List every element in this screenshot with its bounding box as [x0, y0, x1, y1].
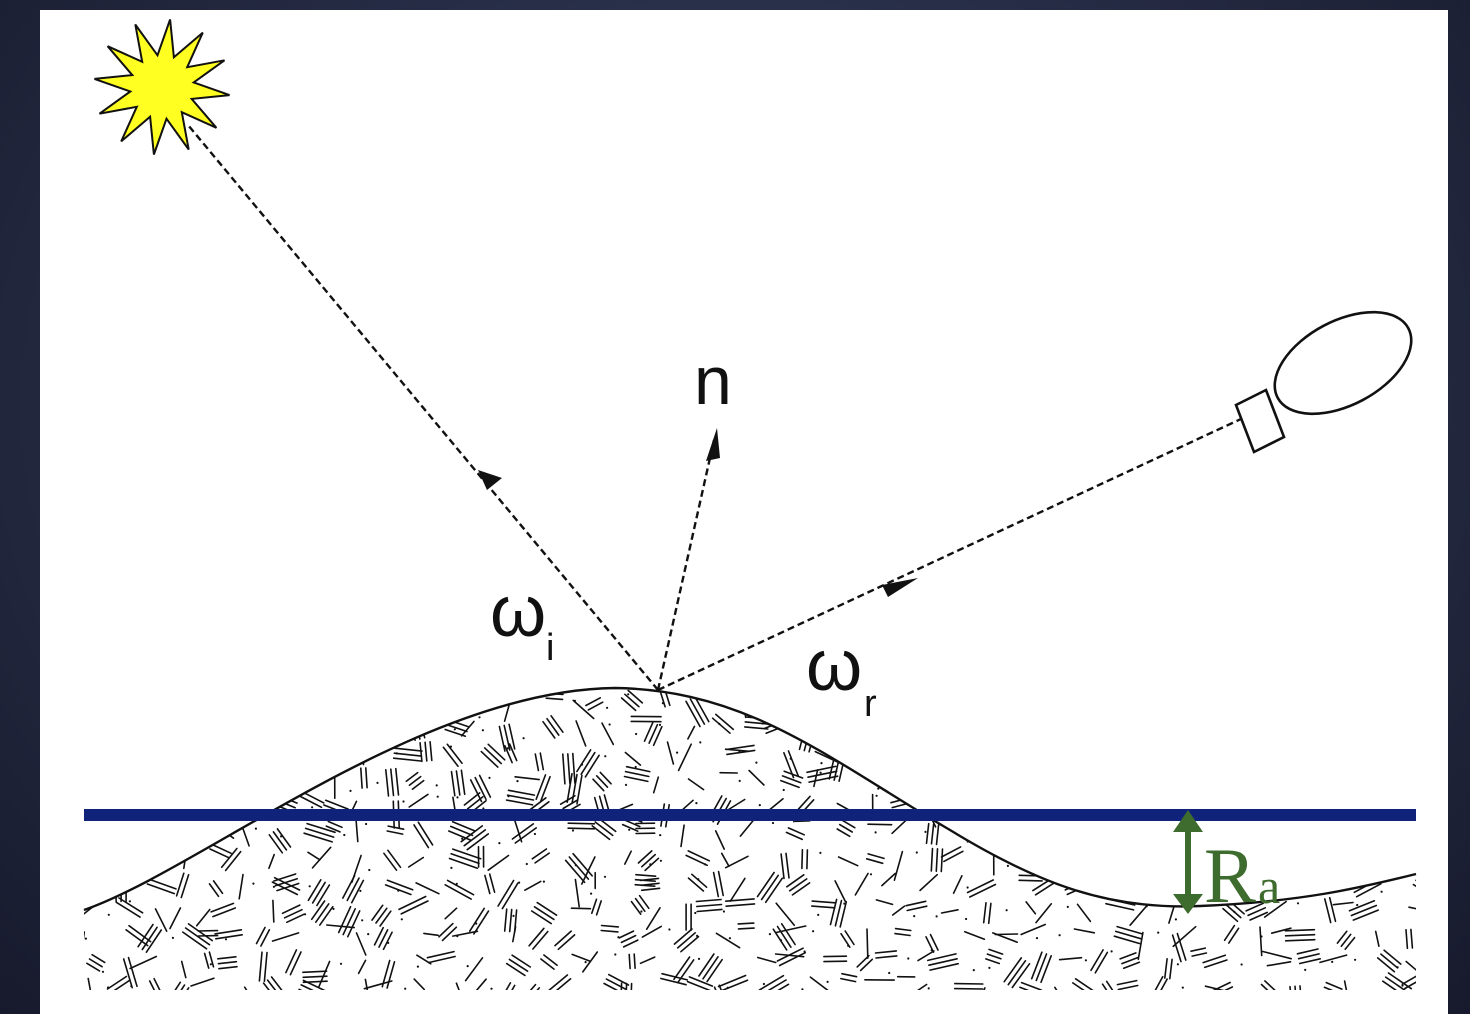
normal-vector	[656, 428, 720, 691]
slide-panel	[40, 10, 1448, 1014]
reflected-ray	[657, 410, 1257, 692]
surface-profile	[83, 686, 1417, 912]
camera-icon	[1234, 310, 1413, 454]
roughness-label: R	[1204, 832, 1256, 919]
sun-icon	[94, 19, 230, 155]
normal-label: n	[694, 343, 732, 419]
roughness-arrow	[1173, 810, 1203, 914]
reflected-direction-label: ω	[806, 626, 862, 706]
incident-ray	[187, 124, 659, 691]
roughness-subscript: a	[1258, 858, 1280, 914]
incident-direction-subscript: i	[546, 627, 554, 669]
reflected-direction-subscript: r	[864, 683, 877, 725]
incident-direction-label: ω	[490, 572, 546, 652]
